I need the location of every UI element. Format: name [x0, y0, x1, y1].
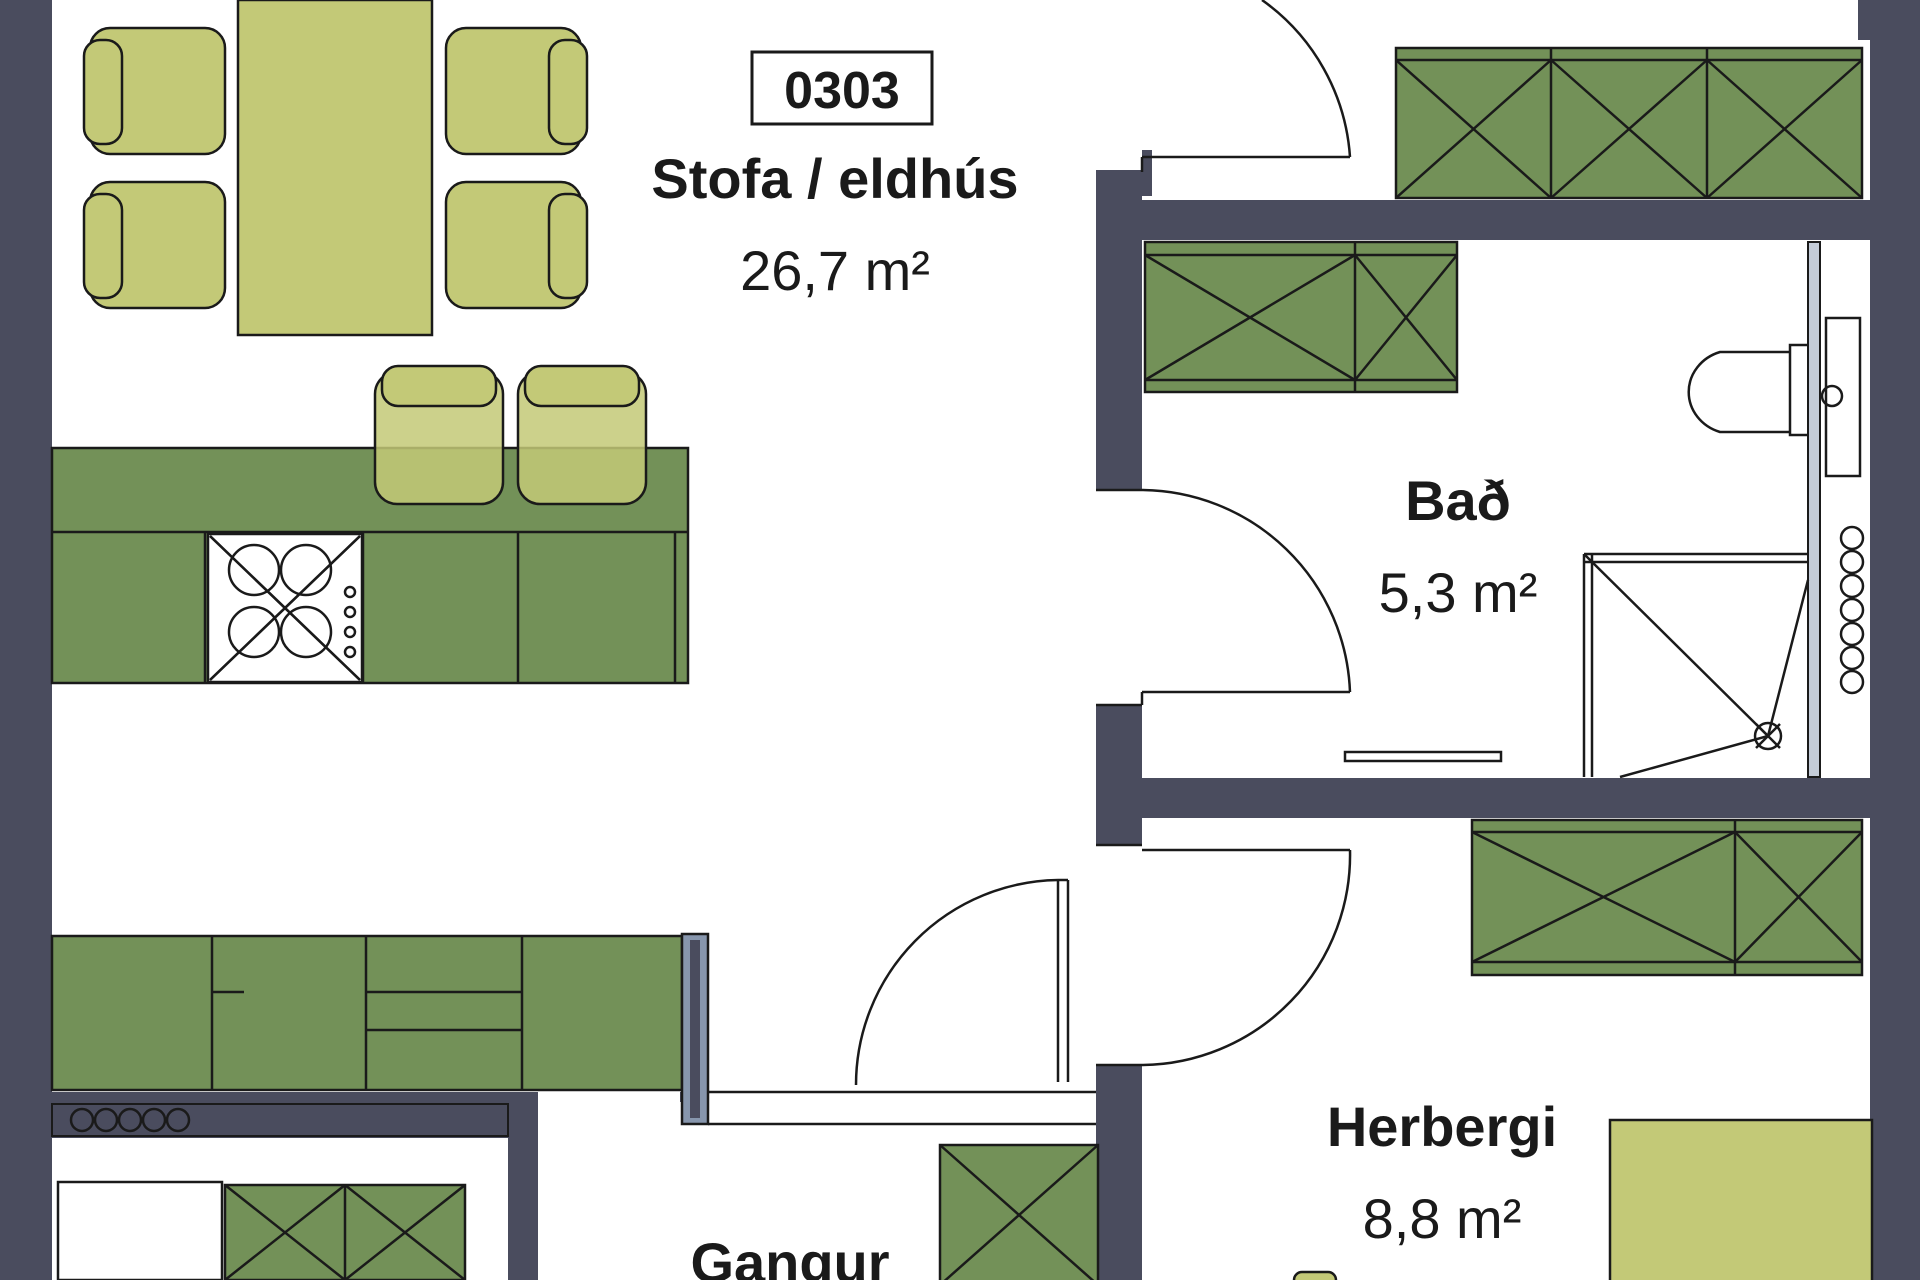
kitchen-fridge-area [51, 1103, 509, 1280]
outer-wall-right [1870, 0, 1920, 1280]
apartment-number: 0303 [784, 62, 900, 120]
bath-fixtures [1143, 240, 1865, 779]
bar-stool-right [516, 364, 648, 506]
apartment-number-label: 0303 [750, 50, 934, 126]
door-entry-top [1140, 0, 1352, 172]
outer-wall-left [0, 0, 52, 1280]
chair-top-left [82, 26, 227, 156]
room-name-hall: Gangur [690, 1231, 889, 1280]
cooktop [206, 532, 364, 684]
chair-top-right [444, 26, 589, 156]
wall-partition-bottom [1096, 1065, 1142, 1280]
wall-storage-bath-divider [1096, 200, 1872, 240]
bar-stool-left [373, 364, 505, 506]
wall-partition-mid [1096, 705, 1142, 845]
wall-partition-top [1096, 170, 1142, 490]
bedroom-fixtures [1292, 818, 1874, 1280]
door-bedroom [1096, 843, 1352, 1067]
room-area-living: 26,7 m² [740, 239, 930, 302]
dining-table [236, 0, 434, 337]
wall-jamb-top [1142, 150, 1152, 196]
sink-icon [1820, 316, 1862, 478]
bed [1608, 1118, 1874, 1280]
room-area-bath: 5,3 m² [1379, 561, 1538, 624]
hall-closet [938, 1143, 1100, 1280]
room-name-bath: Bað [1405, 469, 1511, 532]
kitchen-island [50, 364, 690, 685]
bedroom-wardrobe [1470, 818, 1864, 977]
door-bath [1096, 488, 1352, 707]
dining-area [82, 0, 589, 337]
kitchen-lower-cabinets [50, 932, 710, 1126]
wall-top-right [1858, 0, 1870, 40]
room-name-living: Stofa / eldhús [651, 147, 1018, 210]
wall-bath-bedroom-divider [1096, 778, 1872, 818]
shower-icon [1582, 552, 1810, 779]
room-area-bedroom: 8,8 m² [1363, 1187, 1522, 1250]
radiator-icon [1839, 525, 1865, 695]
door-hall [708, 878, 1096, 1126]
room-name-bedroom: Herbergi [1327, 1095, 1557, 1158]
chair-bottom-right [444, 180, 589, 310]
chair-bottom-left [82, 180, 227, 310]
storage-closet-top [1394, 46, 1864, 200]
bath-cabinet [1143, 240, 1459, 394]
wall-hall-left [508, 1092, 538, 1280]
towel-bar [1343, 750, 1503, 763]
toilet-icon [1687, 343, 1814, 437]
nightstand-lamp [1292, 1270, 1338, 1280]
